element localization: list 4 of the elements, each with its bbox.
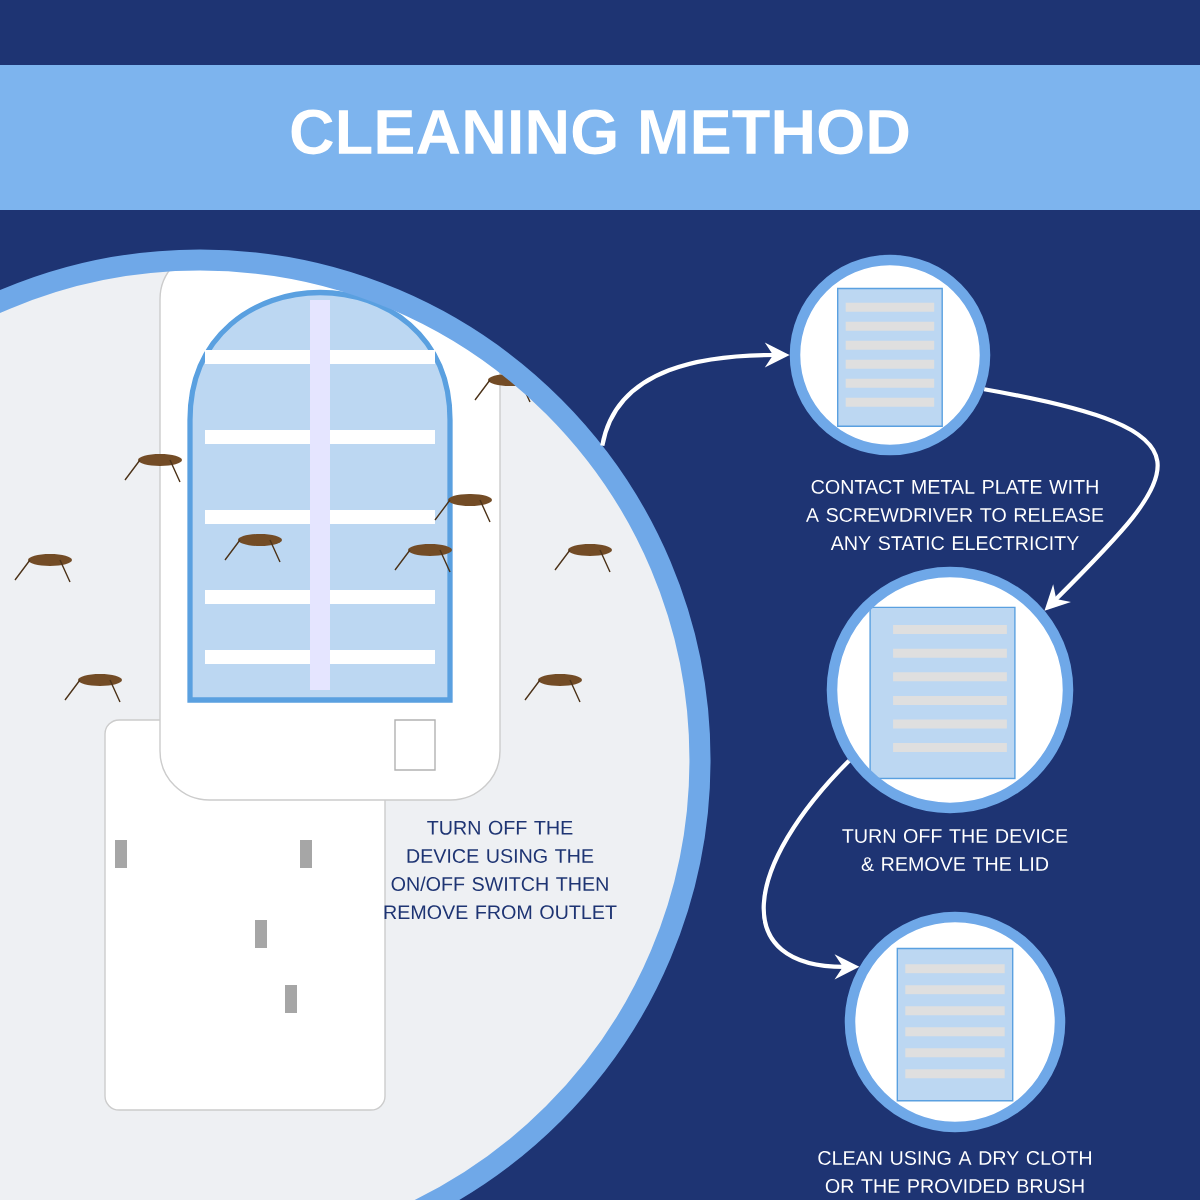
step-caption: TURN OFF THE DEVICE & REMOVE THE LID <box>842 829 1068 871</box>
title: CLEANING METHOD <box>291 109 909 155</box>
step-caption: CLEAN USING A DRY CLOTH OR THE PROVIDED BRUSH <box>818 1151 1091 1193</box>
step-caption: CONTACT METAL PLATE WITH A SCREWDRIVER TO RELEASE ANY STATIC ELECTRICITY <box>805 479 1104 551</box>
